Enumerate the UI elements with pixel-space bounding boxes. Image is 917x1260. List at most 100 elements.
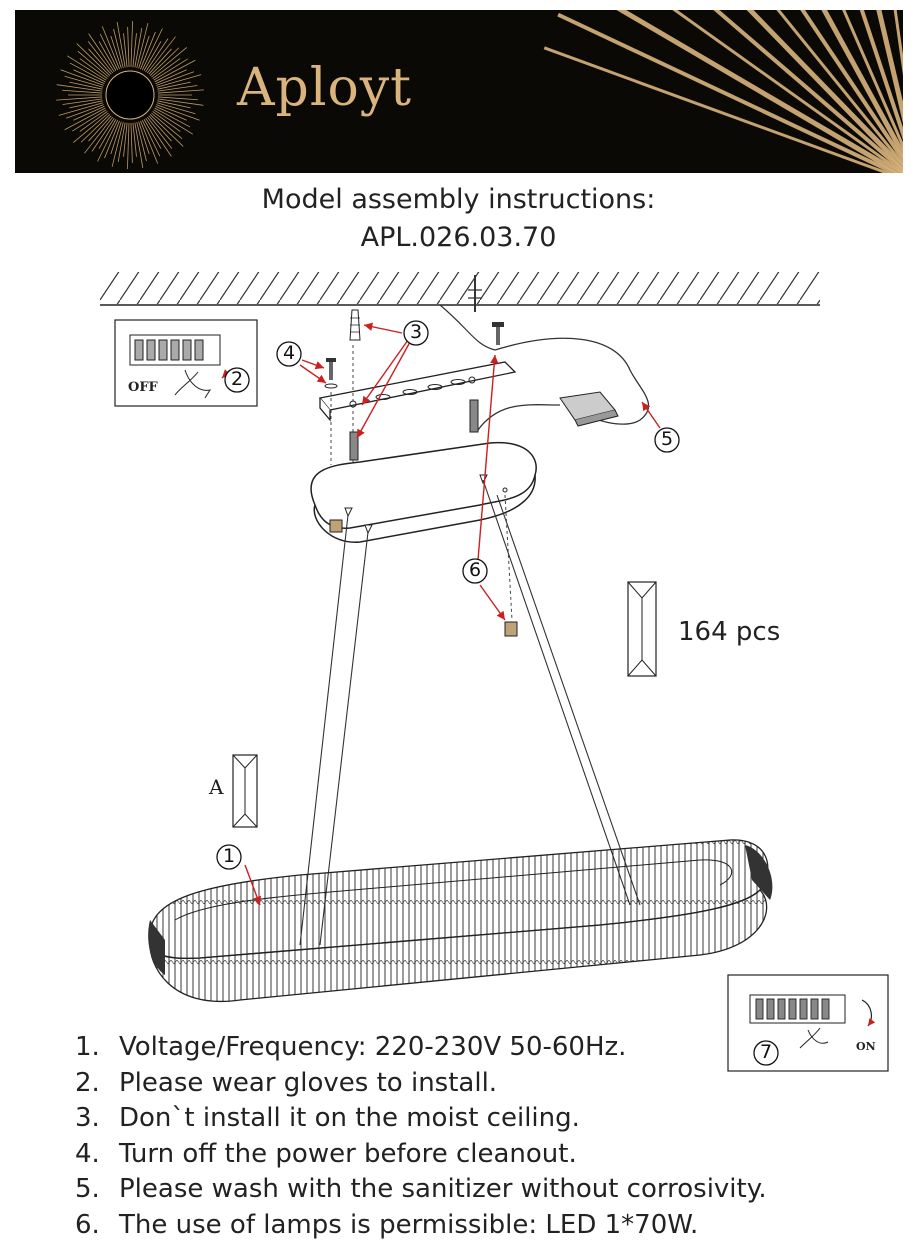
- sun-ray: [127, 122, 130, 169]
- fan-ray: [543, 46, 892, 173]
- sun-ray: [152, 111, 181, 132]
- fan-ray: [821, 10, 903, 160]
- fan-ray: [800, 10, 903, 164]
- sun-ray: [84, 116, 114, 154]
- sun-ray: [64, 107, 106, 131]
- sun-ray: [145, 117, 172, 157]
- sun-ray: [140, 31, 156, 70]
- screw-right-lower: [469, 399, 479, 433]
- sun-ray: [156, 104, 200, 121]
- fan-ray: [842, 10, 903, 150]
- on-label: ON: [856, 1040, 876, 1053]
- off-label: OFF: [128, 380, 158, 395]
- sun-ray: [127, 27, 130, 68]
- crystal-count: 164 pcs: [678, 617, 781, 647]
- callout-4: 4: [282, 342, 296, 364]
- fan-ray: [713, 10, 903, 173]
- sun-ray: [143, 119, 162, 149]
- sun-ray: [99, 33, 119, 71]
- crystal-prism-icon: [627, 581, 657, 677]
- sun-ray: [64, 75, 104, 88]
- sun-ray: [153, 109, 193, 135]
- sun-ray: [73, 69, 105, 84]
- sun-ray: [110, 121, 122, 155]
- list-item: 2.Please wear gloves to install.: [75, 1067, 498, 1098]
- sun-ray: [69, 81, 103, 90]
- sun-ray: [141, 28, 163, 71]
- sun-ray: [148, 48, 172, 75]
- sun-ray: [88, 48, 112, 75]
- screw-4: [324, 358, 338, 465]
- sun-ray: [72, 109, 107, 132]
- sun-ray: [152, 58, 181, 79]
- sun-ray: [151, 47, 187, 78]
- sun-ray: [141, 119, 161, 157]
- fan-ray: [859, 10, 903, 141]
- sun-ray: [138, 35, 150, 69]
- screw-right-top: [492, 322, 504, 345]
- callout-3: 3: [409, 321, 423, 343]
- sun-ray: [134, 122, 144, 168]
- sun-ray: [79, 111, 108, 132]
- sun-ray: [116, 22, 126, 68]
- sun-ray: [60, 69, 104, 86]
- sun-ray: [73, 112, 109, 143]
- sun-core: [105, 70, 155, 120]
- sun-ray: [155, 69, 187, 84]
- sun-ray: [56, 84, 103, 92]
- sun-ray: [79, 58, 108, 79]
- sun-ray: [153, 58, 188, 81]
- sun-ray: [156, 102, 196, 115]
- cable-cap: [504, 621, 518, 637]
- sun-ray: [157, 98, 204, 106]
- sun-ray: [157, 81, 191, 90]
- crystal-a-label: A: [209, 775, 224, 799]
- list-item: 4.Turn off the power before cleanout.: [75, 1138, 577, 1169]
- fan-ray: [776, 10, 903, 167]
- sun-ray: [123, 122, 128, 157]
- crystal-ring: [148, 839, 773, 1003]
- sun-ray: [149, 47, 180, 76]
- mounting-bracket: [318, 361, 517, 422]
- sun-ray: [104, 120, 120, 159]
- page-title: Model assembly instructions:: [261, 184, 656, 215]
- sun-ray: [130, 21, 133, 68]
- sun-ray: [157, 85, 198, 92]
- sun-ray: [91, 117, 115, 152]
- sun-ray: [140, 120, 159, 164]
- list-item: 5.Please wash with the sanitizer without…: [75, 1174, 767, 1204]
- sun-ray: [62, 98, 103, 105]
- sun-ray: [69, 100, 103, 109]
- sun-ray: [80, 114, 111, 143]
- sun-ray: [77, 50, 109, 78]
- sun-ray: [149, 114, 184, 147]
- ceiling: [100, 272, 820, 306]
- sun-ray: [98, 41, 117, 71]
- sun-ray: [58, 102, 104, 116]
- sun-ray: [154, 59, 196, 83]
- crystal-a-icon: [232, 754, 258, 828]
- sun-ray: [157, 96, 198, 101]
- sun-ray: [69, 62, 106, 83]
- screw-left-lower: [349, 431, 359, 461]
- list-item: 1.Voltage/Frequency: 220-230V 50-60Hz.: [75, 1032, 627, 1062]
- sun-ray: [156, 74, 202, 88]
- sun-ray: [157, 89, 204, 94]
- fan-ray: [557, 12, 900, 173]
- sun-ray: [111, 122, 124, 167]
- sun-ray: [155, 106, 187, 121]
- sun-ray: [132, 122, 137, 157]
- sun-ray: [151, 112, 183, 140]
- model-number: APL.026.03.70: [360, 222, 557, 253]
- sun-ray: [146, 116, 173, 149]
- list-item: 6.The use of lamps is permissible: LED 1…: [75, 1209, 699, 1240]
- sun-ray: [145, 38, 169, 73]
- fan-ray: [746, 10, 903, 172]
- sun-ray: [67, 55, 107, 81]
- sun-ray: [143, 41, 162, 71]
- fan-ray: [672, 10, 903, 173]
- sun-ray: [97, 119, 119, 162]
- callout-2: 2: [230, 368, 244, 390]
- sun-ray: [130, 122, 133, 163]
- callout-7: 7: [759, 1041, 773, 1063]
